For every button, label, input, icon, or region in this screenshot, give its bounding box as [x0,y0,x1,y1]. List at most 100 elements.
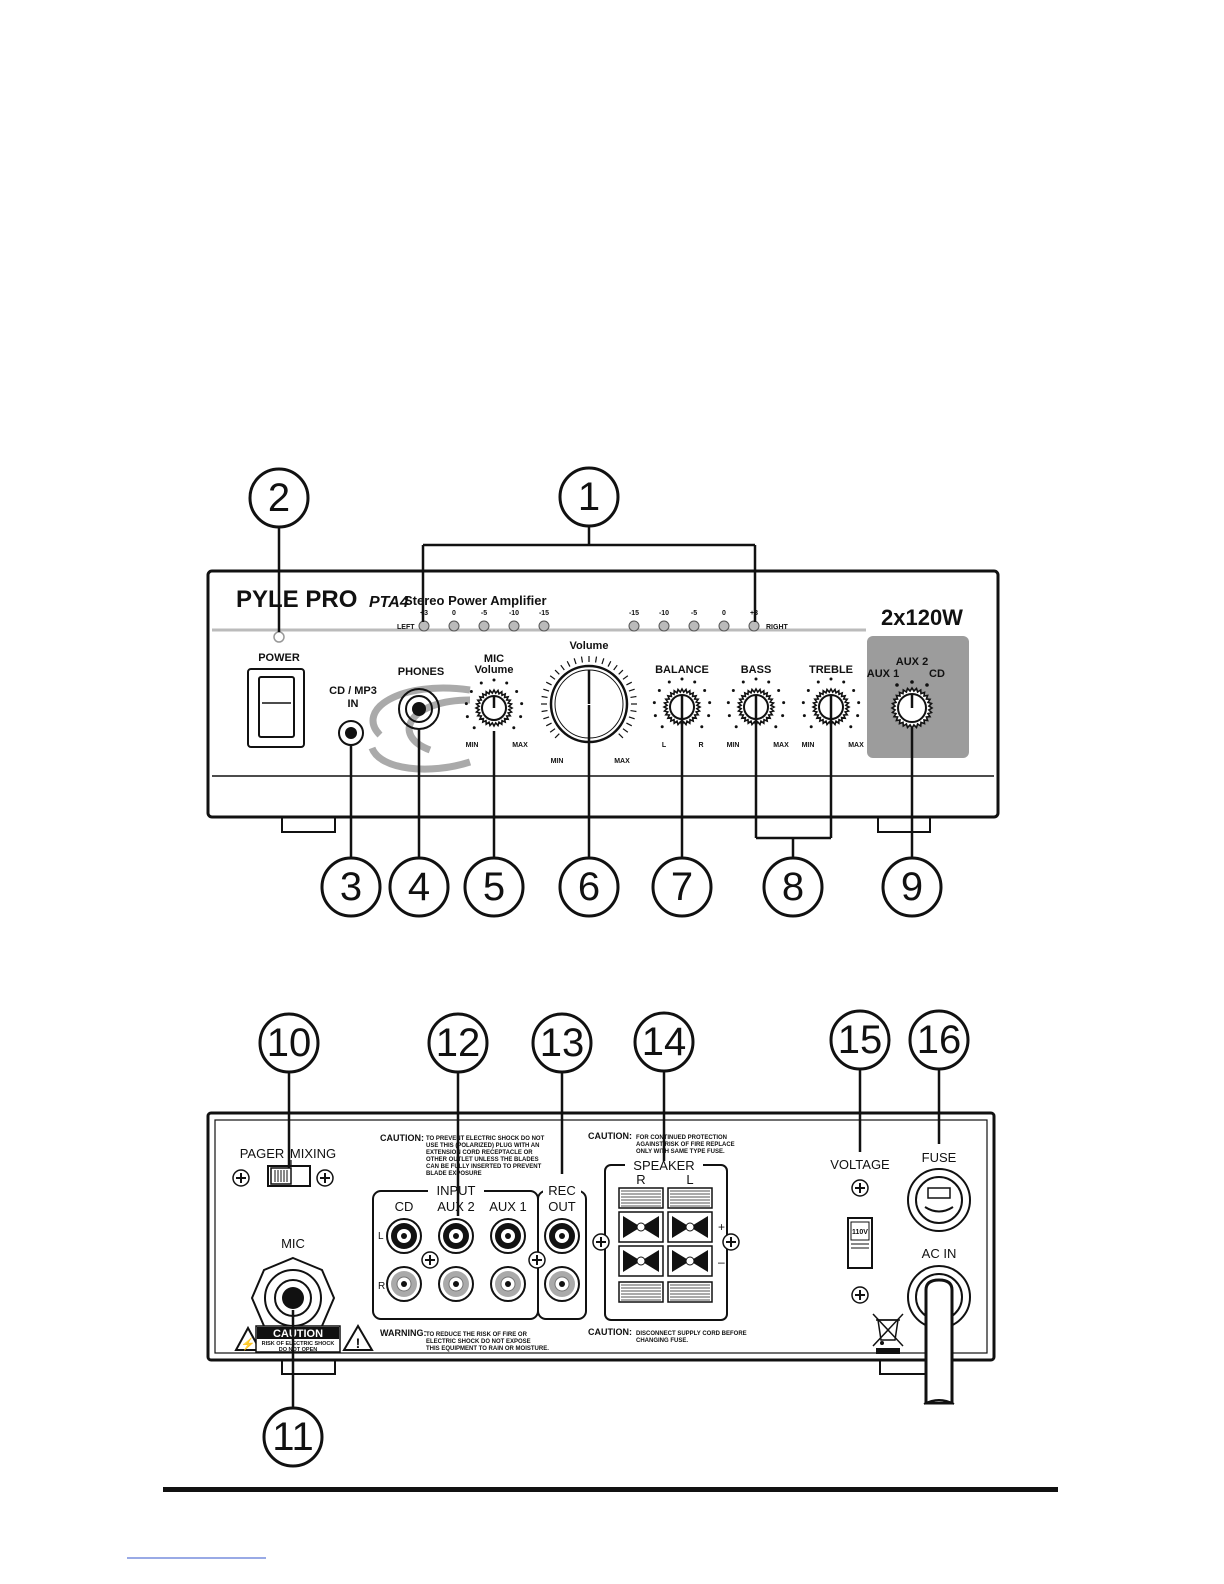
power-switch-bezel [247,668,305,748]
phones-jack[interactable] [398,688,440,730]
front-panel: PYLE PRO PTA4 Stereo Power Amplifier 2x1… [206,569,1000,833]
knob-scale-dot [512,726,516,730]
screw-input-center [421,1251,439,1269]
speaker-terminal-clip[interactable] [667,1245,713,1277]
caution-3-line-2: CHANGING FUSE. [636,1338,688,1344]
meter-right-led [748,620,760,632]
mic-max-label: MAX [512,742,528,749]
selector-aux1-label: AUX 1 [867,668,899,680]
speaker-terminal-lever [672,1250,690,1272]
rear-panel: PAGER MIXING MIC ⚡ CAUTION RISK OF E [206,1111,996,1405]
mic-volume-knob[interactable] [464,678,524,730]
knob-scale-tick [545,722,552,727]
callout-2-number: 2 [268,476,290,520]
rca-jack-pin [559,1233,565,1239]
speaker-terminals [618,1187,713,1303]
knob-scale-dot [707,714,711,718]
callout-11-number: 11 [272,1415,314,1459]
power-switch[interactable] [247,668,305,748]
knob-scale-dot [703,689,707,693]
knob-scale-tick [628,716,635,720]
knob-scale-dot [801,701,805,705]
speaker-terminal-clip[interactable] [618,1245,664,1277]
speaker-terminal-clip[interactable] [618,1211,664,1243]
master-volume-knob[interactable] [541,656,637,744]
callout-7-number: 7 [671,865,693,909]
caution-2-title: CAUTION: [588,1131,632,1141]
rca-jack-pin [453,1233,459,1239]
speaker-terminal-hole [685,1222,695,1232]
callout-3-number: 3 [340,865,362,909]
knob-scale-dot [492,678,496,682]
rear-callouts: 10 11 12 13 14 15 16 [258,1009,970,1468]
knob-scale-tick [549,728,556,733]
right-channel-label: R [378,1281,385,1292]
cd-mp3-label: CD / MP3 [329,685,377,697]
ac-power-cord [907,1265,971,1405]
rca-jack-pin [401,1281,407,1287]
rca-jack-right[interactable] [544,1266,580,1302]
power-switch-rocker [258,676,295,738]
aux2-input-label: AUX 2 [437,1199,475,1214]
knob-scale-dot [505,681,509,685]
rca-jack-right[interactable] [490,1266,526,1302]
rca-jack-right[interactable] [438,1266,474,1302]
knob-scale-tick [618,733,624,739]
screw-rec-center [528,1251,546,1269]
input-selector-knob[interactable] [890,686,934,730]
caution-1-line-6: BLADE EXPOSURE [426,1171,482,1177]
caution-badge-header [257,1327,339,1339]
callout-9-number: 9 [901,865,923,909]
caution-1-title: CAUTION: [380,1133,424,1143]
meter-right-led [718,620,730,632]
mic-volume-label-2: Volume [475,664,514,676]
weee-bin-icon [872,1313,904,1354]
knob-scale-tick [566,660,571,667]
rca-jack-left[interactable] [490,1218,526,1254]
knob-scale-dot [520,702,524,706]
exclamation-glyph: ! [356,1335,361,1351]
speaker-label: SPEAKER [633,1158,694,1173]
rca-jack-right[interactable] [386,1266,422,1302]
rca-jacks [386,1218,580,1302]
speaker-terminal-lever [672,1216,690,1238]
knob-scale-tick [607,660,612,667]
caution-badge-title: CAUTION [273,1328,323,1340]
knob-scale-dot [693,680,697,684]
meter-left-scale-label: -10 [509,610,519,617]
meter-left-label: LEFT [397,624,415,631]
speaker-terminal-clip[interactable] [667,1211,713,1243]
meter-left-led [418,620,430,632]
fuse-holder[interactable] [907,1168,971,1232]
rca-jack-left[interactable] [386,1218,422,1254]
voltage-selector[interactable]: 110V [847,1217,873,1269]
front-leader-lines [277,526,914,858]
caution-1-line-2: USE THIS (POLARIZED) PLUG WITH AN [426,1143,539,1149]
knob-scale-tick [618,669,624,675]
knob-scale-tick [630,695,637,699]
balance-left-label: L [662,742,667,749]
voltage-selector-window [850,1221,870,1241]
rca-jack-pin [505,1281,511,1287]
callout-4-number: 4 [408,865,430,909]
callout-4: 4 [388,856,450,918]
power-led [273,631,285,643]
speaker-r-label: R [636,1172,645,1187]
rec-out-label: OUT [548,1199,576,1214]
rear-panel-inner [214,1119,988,1354]
bass-min-label: MIN [727,742,740,749]
warning-title: WARNING: [380,1328,427,1338]
meter-left-led [538,620,550,632]
callout-1: 1 [558,466,620,528]
knob-scale-dot [849,725,853,729]
caution-3-title: CAUTION: [588,1327,632,1337]
callout-16-circle [908,1009,970,1071]
screw-speaker-left [592,1233,610,1251]
rca-jack-left[interactable] [438,1218,474,1254]
mic-min-label: MIN [466,742,479,749]
front-callouts: 1 2 3 4 5 6 7 8 9 [248,466,943,918]
fuse-label: FUSE [922,1150,957,1165]
rca-jack-left[interactable] [544,1218,580,1254]
meter-right-led [628,620,640,632]
knob-scale-dot [472,726,476,730]
